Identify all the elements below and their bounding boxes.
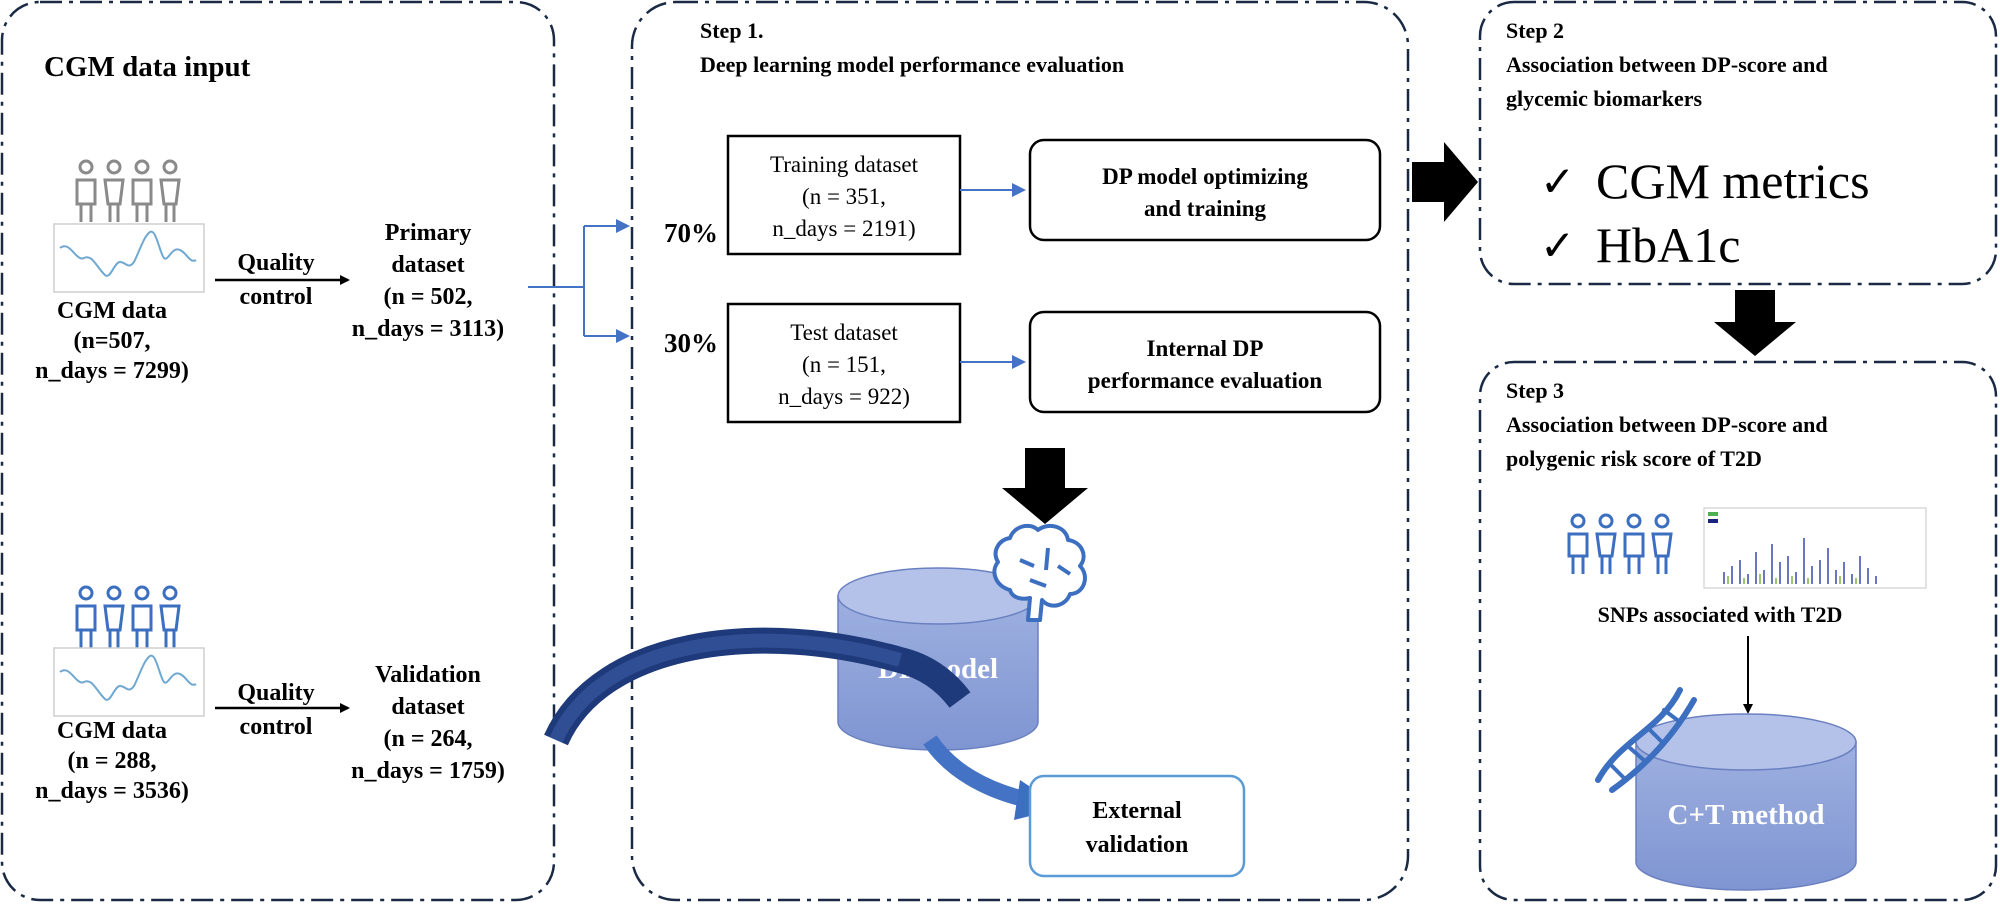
training-dataset-days: n_days = 2191) — [772, 216, 915, 241]
dp-training-box: DP model optimizing and training — [1028, 138, 1382, 242]
split-test-pct: 30% — [664, 328, 718, 358]
primary-source-label: CGM data — [57, 298, 167, 324]
dp-training-line2: and training — [1144, 196, 1267, 221]
training-dataset-label: Training dataset — [770, 152, 919, 177]
primary-dataset-days: n_days = 3113) — [352, 316, 504, 342]
step2-subtitle-2: glycemic biomarkers — [1506, 86, 1703, 111]
primary-dataset-line1: Primary — [385, 220, 472, 246]
panel-cgm-input: CGM data input CGM data (n=507, n_days =… — [0, 0, 556, 902]
step2-title: Step 2 — [1506, 18, 1564, 43]
internal-eval-line2: performance evaluation — [1088, 368, 1323, 393]
check-icon: ✓ — [1540, 160, 1575, 206]
external-curve-arrow — [923, 735, 1030, 808]
validation-dataset-line2: dataset — [391, 694, 464, 720]
big-down-arrow — [1002, 448, 1088, 524]
step2-item-hba1c: HbA1c — [1596, 217, 1740, 273]
step3-subtitle-2: polygenic risk score of T2D — [1506, 446, 1762, 471]
split-train-pct: 70% — [664, 218, 718, 248]
panel-step2: Step 2 Association between DP-score and … — [1478, 0, 1998, 286]
qc-top-line2: control — [240, 284, 313, 310]
training-dataset-box: Training dataset (n = 351, n_days = 2191… — [726, 134, 962, 256]
step1-subtitle: Deep learning model performance evaluati… — [700, 52, 1124, 77]
external-validation-line2: validation — [1086, 832, 1189, 858]
validation-dataset-line1: Validation — [375, 662, 481, 688]
panel-title-input: CGM data input — [44, 51, 251, 83]
test-dataset-label: Test dataset — [790, 320, 898, 345]
external-validation-box: External validation — [1028, 774, 1246, 878]
panel-step3: Step 3 Association between DP-score and … — [1478, 360, 1998, 902]
training-dataset-n: (n = 351, — [802, 184, 886, 209]
validation-source-days: n_days = 3536) — [35, 778, 189, 804]
internal-eval-box: Internal DP performance evaluation — [1028, 310, 1382, 414]
check-icon: ✓ — [1540, 224, 1575, 270]
primary-dataset-n: (n = 502, — [383, 284, 472, 310]
manhattan-plot-icon — [1703, 507, 1927, 589]
validation-curve-highlight — [549, 633, 902, 743]
cgm-trace-icon — [53, 223, 205, 293]
step2-down-arrow — [1714, 290, 1796, 356]
snp-label: SNPs associated with T2D — [1598, 602, 1843, 627]
test-dataset-n: (n = 151, — [802, 352, 886, 377]
validation-dataset-n: (n = 264, — [383, 726, 472, 752]
step3-title: Step 3 — [1506, 378, 1564, 403]
primary-source-days: n_days = 7299) — [35, 358, 189, 384]
test-dataset-days: n_days = 922) — [778, 384, 910, 409]
split-connector — [528, 219, 630, 343]
person-group-icon — [75, 585, 181, 648]
qc-top-line1: Quality — [237, 250, 314, 276]
brain-icon — [992, 523, 1087, 622]
qc-bottom-line2: control — [240, 714, 313, 740]
test-dataset-box: Test dataset (n = 151, n_days = 922) — [726, 302, 962, 424]
person-group-icon — [1567, 513, 1673, 574]
cgm-trace-icon — [53, 647, 205, 717]
qc-bottom-line1: Quality — [237, 680, 314, 706]
primary-source-n: (n=507, — [73, 328, 150, 354]
dp-training-line1: DP model optimizing — [1102, 164, 1308, 189]
step2-subtitle-1: Association between DP-score and — [1506, 52, 1828, 77]
validation-source-label: CGM data — [57, 718, 167, 744]
primary-dataset-line2: dataset — [391, 252, 464, 278]
panel-step1: Step 1. Deep learning model performance … — [544, 0, 1410, 902]
dna-icon — [1595, 687, 1697, 793]
internal-eval-line1: Internal DP — [1147, 336, 1264, 361]
ct-method-label: C+T method — [1668, 799, 1825, 831]
step3-subtitle-1: Association between DP-score and — [1506, 412, 1828, 437]
database-cylinder-icon — [1635, 713, 1857, 891]
step2-item-cgm-metrics: CGM metrics — [1596, 153, 1870, 209]
step1-title: Step 1. — [700, 18, 764, 43]
person-group-icon — [75, 159, 181, 222]
validation-dataset-days: n_days = 1759) — [351, 758, 505, 784]
validation-source-n: (n = 288, — [67, 748, 156, 774]
external-validation-line1: External — [1092, 798, 1182, 824]
big-right-arrow — [1412, 142, 1478, 222]
